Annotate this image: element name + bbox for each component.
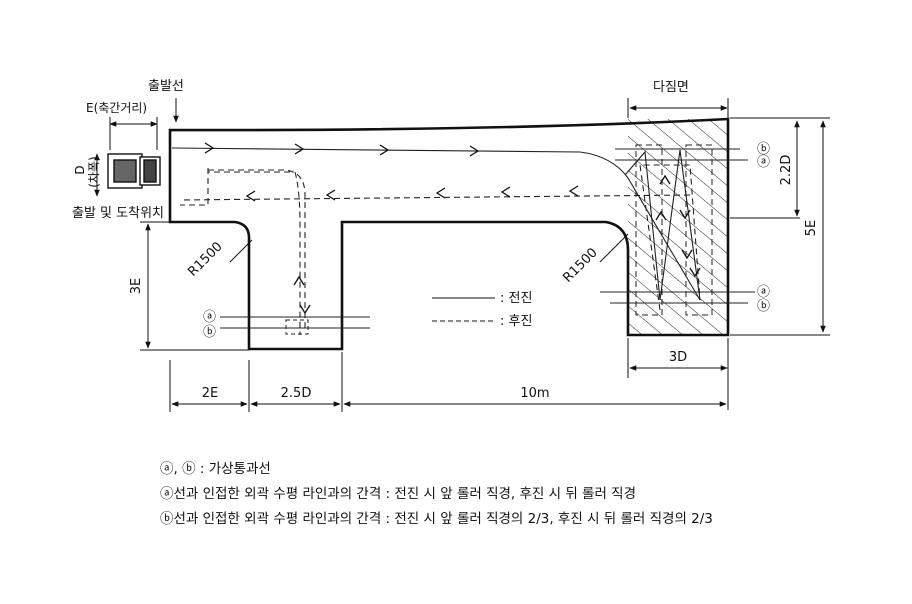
- note-line-2: ⓐ선과 인접한 외곽 수평 라인과의 간격 : 전진 시 앞 롤러 직경, 후진…: [160, 486, 637, 502]
- dim-3e-label: 3E: [129, 278, 144, 295]
- compaction-area-label: 다짐면: [653, 80, 689, 95]
- mark-a-right-bottom: ⓐ: [757, 285, 770, 300]
- compaction-passes: [635, 144, 713, 316]
- legend-reverse-label: : 후진: [500, 314, 532, 329]
- radius-left-label: R1500: [185, 239, 225, 279]
- dim-10m-label: 10m: [520, 386, 549, 401]
- reverse-loop: [208, 169, 306, 330]
- dim-25d-label: 2.5D: [281, 386, 312, 401]
- mark-b-right-bottom: ⓑ: [757, 299, 770, 314]
- compaction-area: [628, 119, 728, 335]
- forward-path: [171, 147, 701, 301]
- width-d-label: D: [73, 165, 87, 174]
- virtual-lines: [220, 148, 755, 329]
- notes: ⓐ, ⓑ : 가상통과선 ⓐ선과 인접한 외곽 수평 라인과의 간격 : 전진 …: [160, 457, 900, 532]
- mark-b-left: ⓑ: [203, 325, 216, 340]
- reverse-arrows: [245, 185, 579, 315]
- dim-22d-label: 2.2D: [779, 155, 794, 186]
- start-finish-label: 출발 및 도착위치: [72, 206, 164, 221]
- start-line-label: 출발선: [148, 79, 184, 94]
- roller-vehicle: [107, 153, 161, 189]
- mark-a-left: ⓐ: [203, 310, 216, 325]
- radius-right-label: R1500: [560, 245, 600, 285]
- dim-3d-label: 3D: [669, 350, 687, 365]
- compaction-arrows: [655, 174, 701, 278]
- legend-forward-label: : 전진: [500, 291, 532, 306]
- reverse-path: [179, 164, 701, 335]
- note-line-1: ⓐ, ⓑ : 가상통과선: [160, 461, 271, 477]
- dim-2e-label: 2E: [202, 386, 219, 401]
- axle-distance-label: E(축간거리): [86, 101, 147, 115]
- forward-arrows: [204, 142, 480, 157]
- mark-b-right-top: ⓑ: [757, 142, 770, 157]
- width-paren-label: (차폭): [87, 156, 101, 187]
- note-line-3: ⓑ선과 인접한 외곽 수평 라인과의 간격 : 전진 시 앞 롤러 직경의 2/…: [160, 511, 713, 527]
- dimension-lines: [94, 98, 830, 412]
- course-outline: [168, 117, 730, 351]
- dim-5e-label: 5E: [804, 220, 819, 237]
- mark-a-right-top: ⓐ: [757, 155, 770, 170]
- reverse-start-box: [285, 319, 309, 335]
